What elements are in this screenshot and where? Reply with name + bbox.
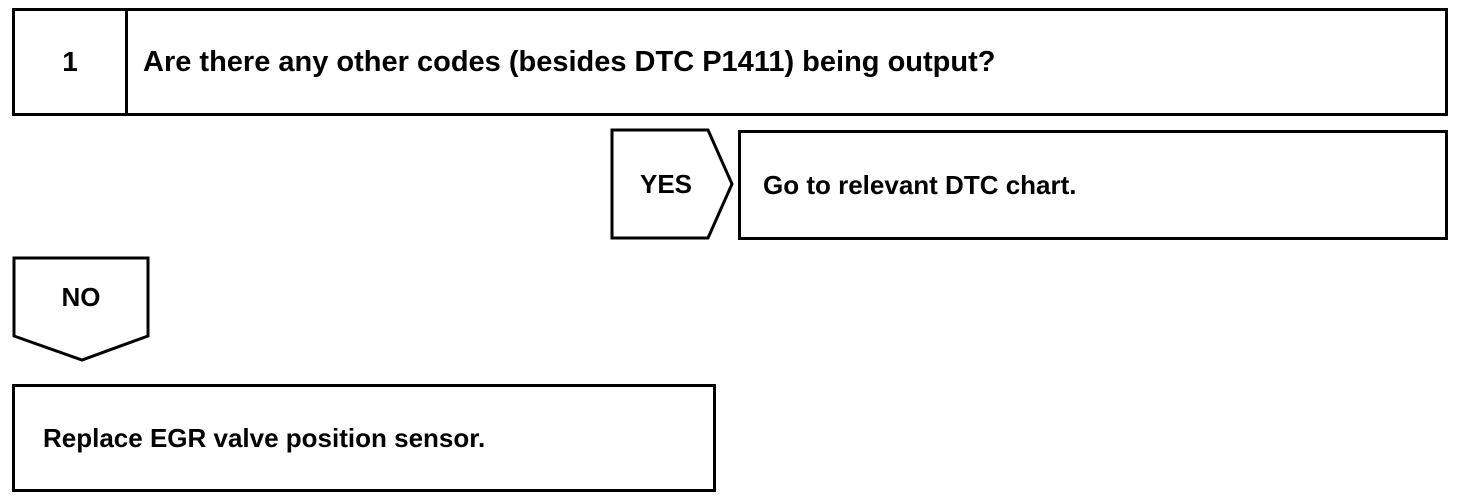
no-result-box: Replace EGR valve position sensor. [12,384,716,492]
yes-arrow-shape [610,128,734,240]
step-number: 1 [15,11,128,113]
step-question: Are there any other codes (besides DTC P… [143,45,996,78]
yes-label: YES [639,168,693,199]
no-arrow-shape [12,256,150,362]
no-label: NO [61,281,101,312]
yes-result-box: Go to relevant DTC chart. [738,130,1448,240]
step-box: 1 Are there any other codes (besides DTC… [12,8,1448,116]
